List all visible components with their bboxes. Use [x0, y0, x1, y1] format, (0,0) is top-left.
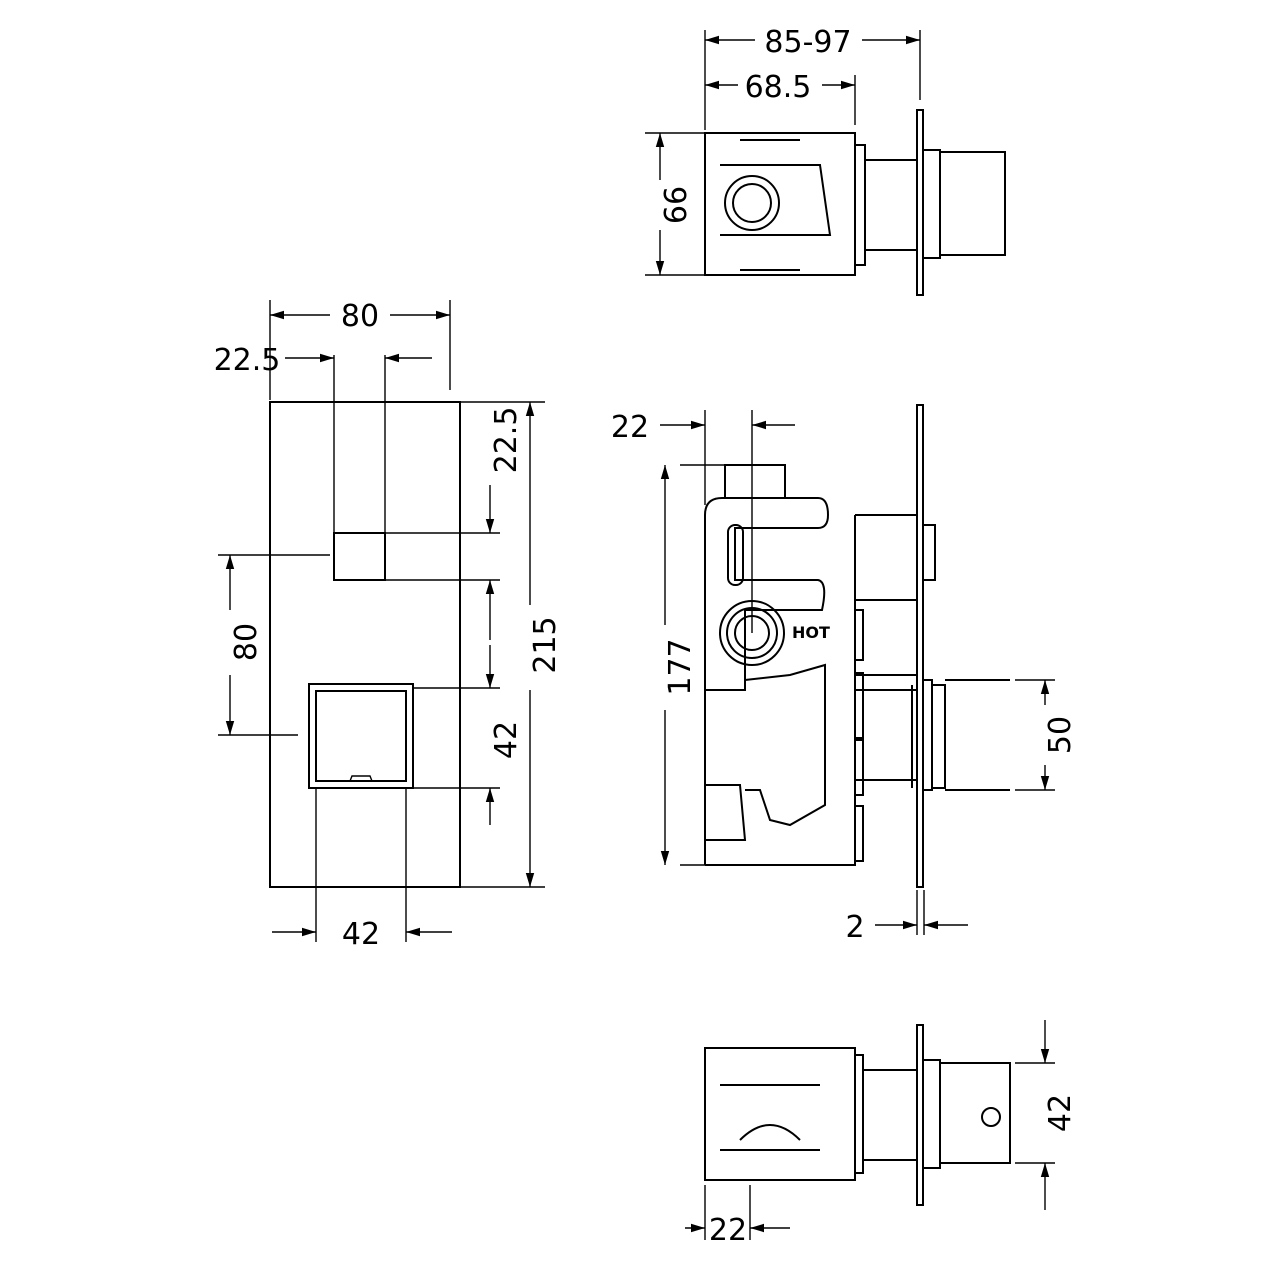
front-view: 80 22.5 22.5 42 80 215 42	[214, 299, 563, 952]
dim-body-height: 177	[663, 638, 698, 695]
dim-depth-range: 85-97	[764, 25, 851, 60]
dim-handle-height: 42	[489, 721, 524, 759]
dim-handle-50: 50	[1043, 716, 1078, 754]
diverter-button	[333, 532, 386, 581]
top-view: 85-97 68.5 66	[645, 25, 1006, 296]
side-view: HOT 22 177 50 2	[611, 404, 1078, 945]
dim-plate-thickness: 2	[845, 910, 864, 945]
dim-width-80: 80	[341, 299, 379, 334]
dim-outlet-offset: 22	[611, 410, 649, 445]
dim-offset-top: 22.5	[489, 407, 524, 474]
dim-handle-spacing: 80	[229, 623, 264, 661]
dim-handle-width: 42	[342, 917, 380, 952]
wall-plate	[916, 404, 924, 888]
handle-inner	[315, 690, 407, 782]
dim-body-height-66: 66	[659, 186, 694, 224]
handle-outer	[308, 683, 414, 789]
dim-knob-height: 42	[1043, 1094, 1078, 1132]
dim-outlet-offset-bottom: 22	[709, 1213, 747, 1248]
faceplate	[269, 401, 461, 888]
bottom-view: 42 22	[685, 1020, 1078, 1248]
hot-inlet-label: HOT	[792, 623, 830, 642]
dim-body-depth: 68.5	[745, 70, 812, 105]
dim-height-215: 215	[528, 616, 563, 673]
dim-offset-left: 22.5	[214, 343, 281, 378]
